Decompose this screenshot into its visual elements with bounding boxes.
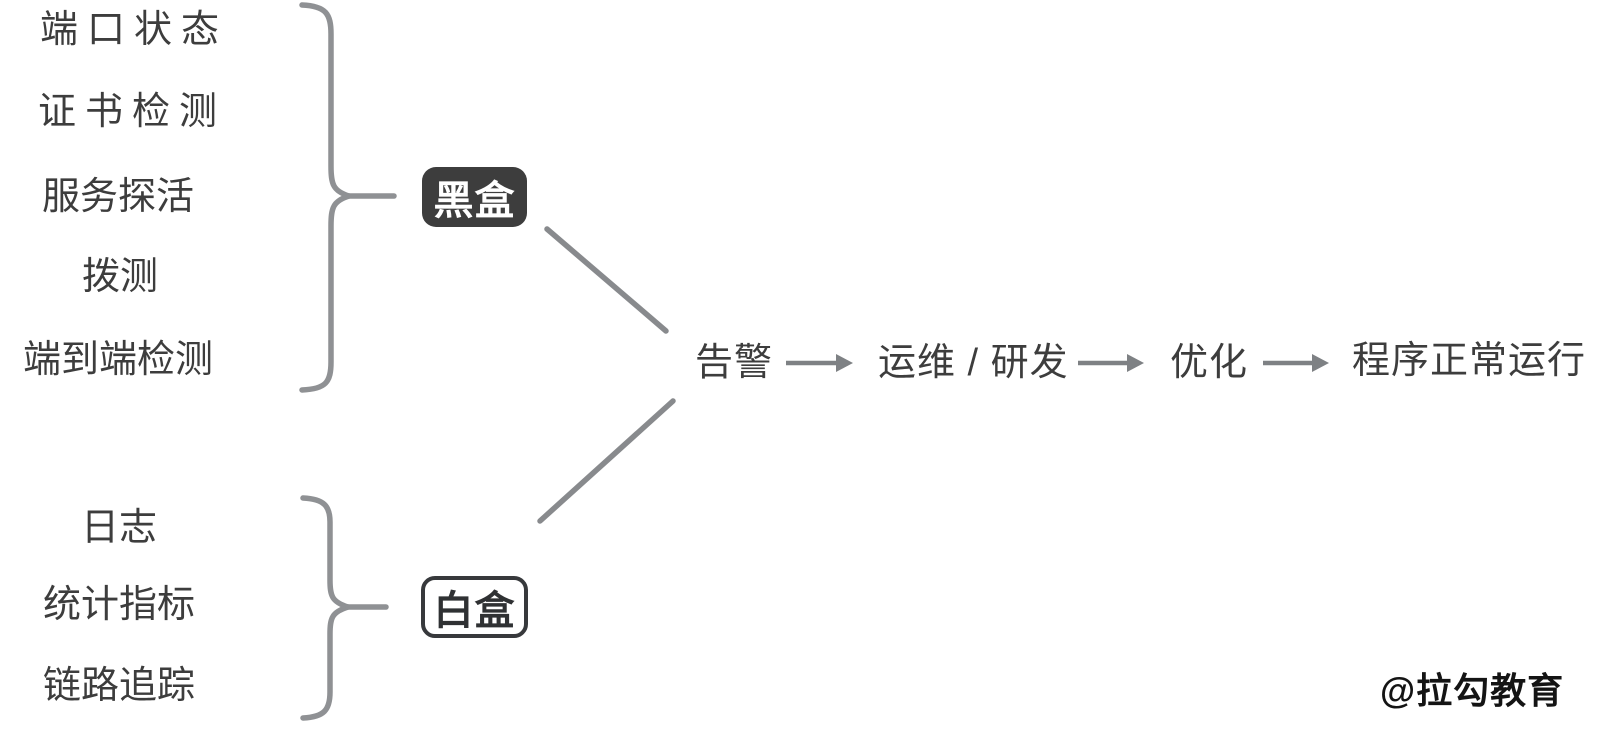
blackbox-item-dial-test: 拨测	[82, 256, 159, 298]
blackbox-item-port-status: 端口状态	[40, 9, 229, 51]
whitebox-item-metrics: 统计指标	[43, 584, 196, 626]
blackbox-item-cert-check: 证书检测	[38, 91, 227, 133]
whitebox-item-tracing: 链路追踪	[43, 665, 196, 707]
watermark: @拉勾教育	[1380, 670, 1565, 711]
whitebox-item-logs: 日志	[81, 507, 158, 549]
whitebox-to-alert-line	[537, 398, 676, 524]
flow-node-normal-run: 程序正常运行	[1352, 340, 1587, 382]
flow-node-ops-dev: 运维 / 研发	[878, 342, 1069, 384]
whitebox-badge: 白盒	[421, 576, 528, 638]
arrow-alert-to-opsdev-icon	[786, 354, 853, 372]
blackbox-item-e2e-check: 端到端检测	[23, 339, 214, 381]
whitebox-brace	[300, 495, 351, 721]
blackbox-badge: 黑盒	[422, 167, 527, 227]
blackbox-brace	[299, 2, 352, 393]
arrow-optimize-to-normalrun-icon	[1263, 354, 1329, 372]
arrow-opsdev-to-optimize-icon	[1078, 354, 1144, 372]
blackbox-item-service-probe: 服务探活	[42, 176, 195, 218]
blackbox-to-alert-line	[544, 226, 669, 334]
flow-node-optimize: 优化	[1170, 342, 1249, 384]
flow-node-alert: 告警	[695, 342, 774, 384]
